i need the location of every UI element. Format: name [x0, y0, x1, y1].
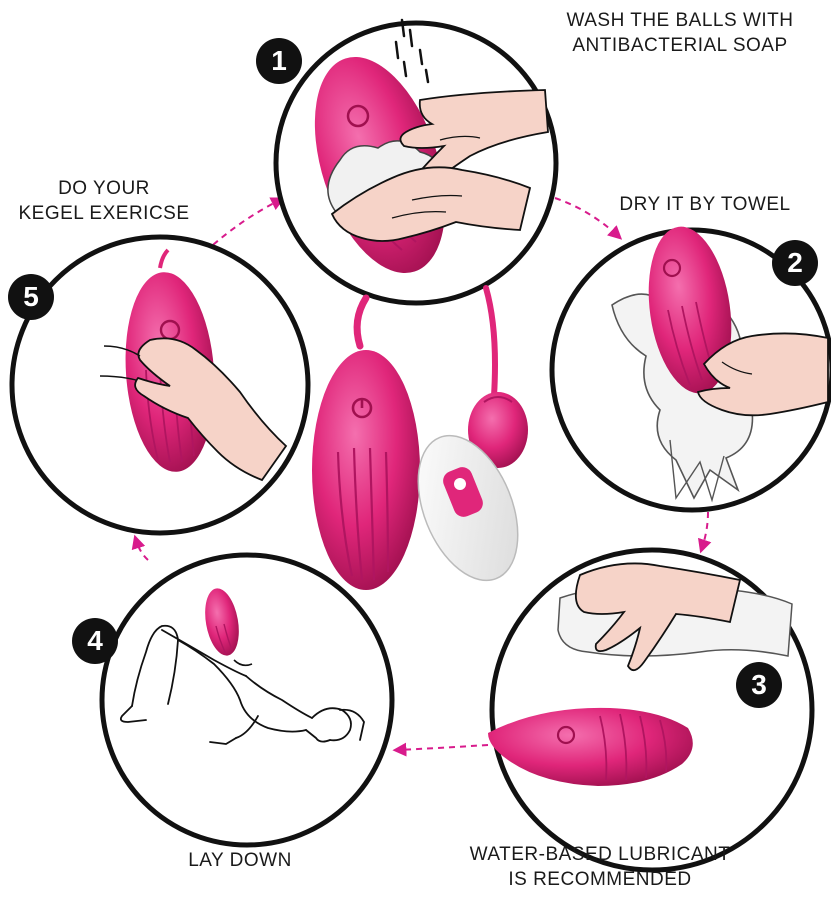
small-ball	[468, 392, 528, 468]
arrow-step3-to-step4	[392, 742, 489, 757]
step-1-caption: WASH THE BALLS WITH ANTIBACTERIAL SOAP	[540, 8, 820, 58]
step-2-illustration	[549, 226, 831, 513]
arrow-step2-to-step3	[698, 511, 712, 554]
step-2-caption: DRY IT BY TOWEL	[590, 192, 820, 217]
step-4-caption: LAY DOWN	[140, 848, 340, 873]
step-5-caption-line-1: DO YOUR	[58, 178, 150, 199]
arrow-step1-to-step2	[554, 197, 623, 240]
big-egg-cord	[353, 294, 370, 350]
step-5-caption-line-2: KEGEL EXERICSE	[18, 203, 190, 224]
step-5-illustration	[9, 234, 311, 536]
product-center	[312, 285, 528, 590]
arrow-step5-to-step1	[204, 197, 286, 253]
arrow-step4-to-step5	[131, 534, 149, 561]
step-3-caption: WATER-BASED LUBRICANT IS RECOMMENDED	[420, 842, 780, 892]
step-2-number-badge: 2	[772, 240, 818, 286]
water-drops	[394, 18, 430, 84]
step-5-caption: DO YOUR KEGEL EXERICSE	[4, 176, 204, 226]
step-1-illustration	[273, 18, 559, 306]
big-egg	[312, 350, 420, 590]
step-3-number-badge: 3	[736, 662, 782, 708]
step-3-caption-line-1: WATER-BASED LUBRICANT	[469, 844, 731, 865]
remote-control	[417, 434, 519, 582]
small-ball-cord	[483, 285, 498, 399]
step-4-number-badge: 4	[72, 618, 118, 664]
step-5-number-badge: 5	[8, 274, 54, 320]
step-4-illustration	[99, 552, 395, 848]
step-3-caption-line-2: IS RECOMMENDED	[508, 869, 692, 890]
step-3-illustration	[488, 547, 815, 873]
step-1-caption-line-1: WASH THE BALLS WITH	[566, 10, 794, 31]
step-1-caption-line-2: ANTIBACTERIAL SOAP	[572, 35, 788, 56]
step-1-number-badge: 1	[256, 38, 302, 84]
step-2-caption-line-1: DRY IT BY TOWEL	[619, 194, 791, 215]
step-4-caption-line-1: LAY DOWN	[188, 850, 292, 871]
